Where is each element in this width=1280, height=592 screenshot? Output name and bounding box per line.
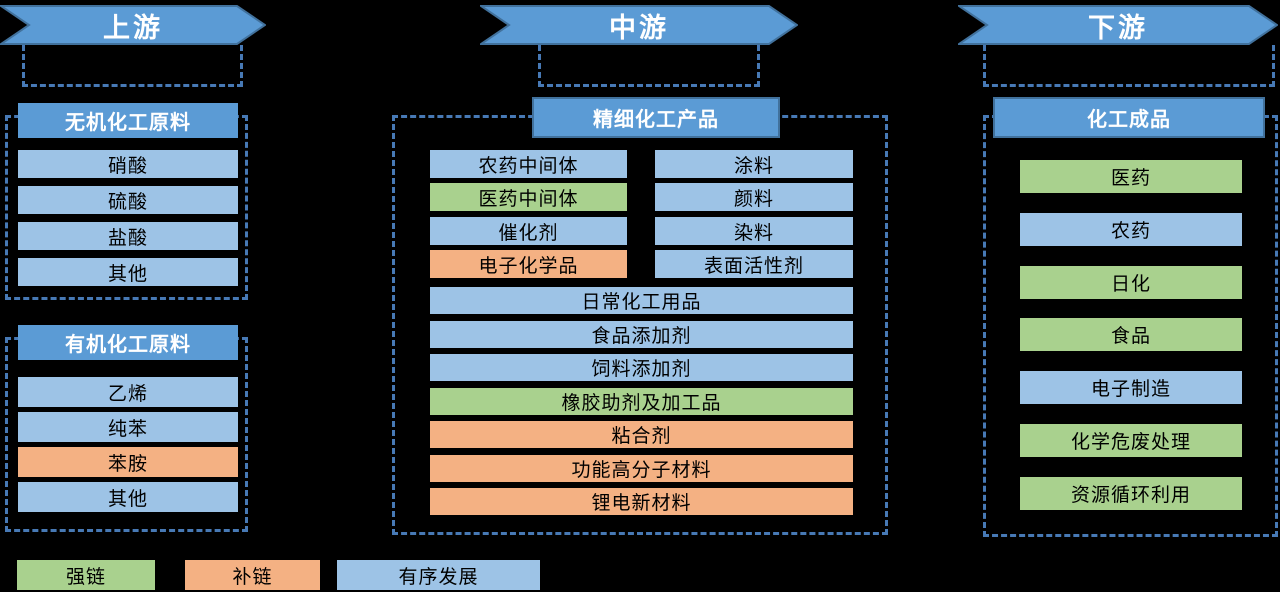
item: 乙烯 [18, 377, 238, 407]
item: 粘合剂 [430, 421, 853, 448]
item: 纯苯 [18, 412, 238, 442]
item: 催化剂 [430, 217, 627, 245]
item: 饲料添加剂 [430, 354, 853, 381]
item: 硫酸 [18, 186, 238, 214]
item: 电子化学品 [430, 250, 627, 278]
item: 资源循环利用 [1020, 477, 1242, 510]
item: 其他 [18, 482, 238, 512]
upstream-banner: 上游 [0, 5, 266, 45]
item: 农药 [1020, 213, 1242, 246]
item: 橡胶助剂及加工品 [430, 388, 853, 415]
item: 染料 [655, 217, 853, 245]
chevron-banner-shape [480, 5, 798, 45]
legend-supplement: 补链 [185, 560, 320, 590]
item: 日化 [1020, 266, 1242, 299]
item: 日常化工用品 [430, 287, 853, 314]
item: 表面活性剂 [655, 250, 853, 278]
item: 硝酸 [18, 150, 238, 178]
item: 锂电新材料 [430, 488, 853, 515]
item: 苯胺 [18, 447, 238, 477]
item: 食品添加剂 [430, 321, 853, 348]
item: 化学危废处理 [1020, 424, 1242, 457]
downstream-banner: 下游 [958, 5, 1278, 45]
item: 涂料 [655, 150, 853, 178]
legend-strengthen: 强链 [17, 560, 155, 590]
chevron-banner-shape [958, 5, 1278, 45]
inorganic-header: 无机化工原料 [18, 103, 238, 138]
item: 电子制造 [1020, 371, 1242, 404]
midstream-banner-label: 中游 [609, 12, 669, 43]
downstream-connector-box [983, 45, 1275, 87]
chevron-banner-shape [0, 5, 266, 45]
midstream-banner: 中游 [480, 5, 798, 45]
downstream-banner-label: 下游 [1088, 12, 1148, 43]
item: 盐酸 [18, 222, 238, 250]
item: 医药中间体 [430, 183, 627, 211]
legend-orderly: 有序发展 [337, 560, 540, 590]
finished-products-header: 化工成品 [993, 97, 1265, 138]
organic-header: 有机化工原料 [18, 325, 238, 360]
upstream-banner-label: 上游 [103, 12, 163, 43]
item: 农药中间体 [430, 150, 627, 178]
item: 功能高分子材料 [430, 455, 853, 482]
item: 医药 [1020, 160, 1242, 193]
item: 颜料 [655, 183, 853, 211]
fine-chemicals-header: 精细化工产品 [532, 97, 780, 138]
midstream-connector-box [538, 45, 760, 87]
item: 食品 [1020, 318, 1242, 351]
upstream-connector-box [22, 45, 243, 87]
item: 其他 [18, 258, 238, 286]
